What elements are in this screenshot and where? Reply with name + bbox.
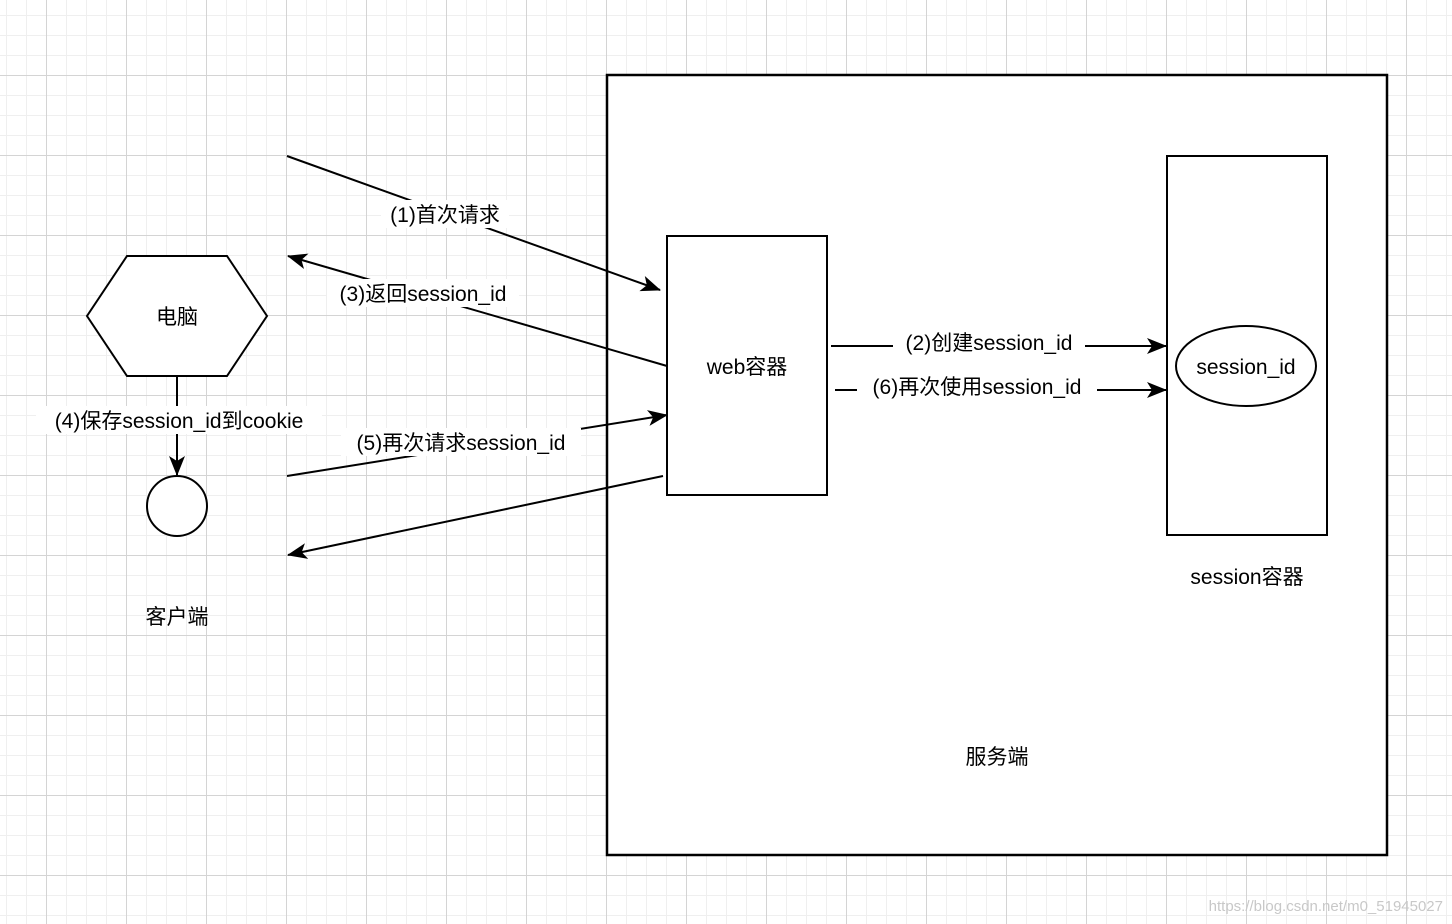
server-label: 服务端 [966, 746, 1029, 769]
session-id-label: session_id [1196, 356, 1295, 379]
session-container-label: session容器 [1190, 566, 1303, 589]
edge-step3[interactable] [287, 253, 668, 367]
edge-step4-label: (4)保存session_id到cookie [55, 410, 304, 433]
session-id-ellipse[interactable] [1175, 325, 1317, 407]
computer-label: 电脑 [156, 306, 198, 329]
web-container-label: web容器 [706, 356, 788, 379]
edge-step5-label: (5)再次请求session_id [357, 432, 566, 455]
web-container-box[interactable] [666, 235, 828, 496]
edge-step6-label: (6)再次使用session_id [873, 376, 1082, 399]
edge-step1-label: (1)首次请求 [390, 204, 500, 227]
edge-step3-label: (3)返回session_id [340, 283, 507, 306]
edge-step2-label: (2)创建session_id [906, 332, 1073, 355]
edge-response[interactable] [287, 475, 664, 559]
watermark: https://blog.csdn.net/m0_51945027 [1209, 898, 1443, 915]
cookie-circle[interactable] [146, 475, 208, 537]
client-label: 客户端 [146, 606, 209, 629]
computer-hexagon[interactable] [85, 255, 269, 377]
